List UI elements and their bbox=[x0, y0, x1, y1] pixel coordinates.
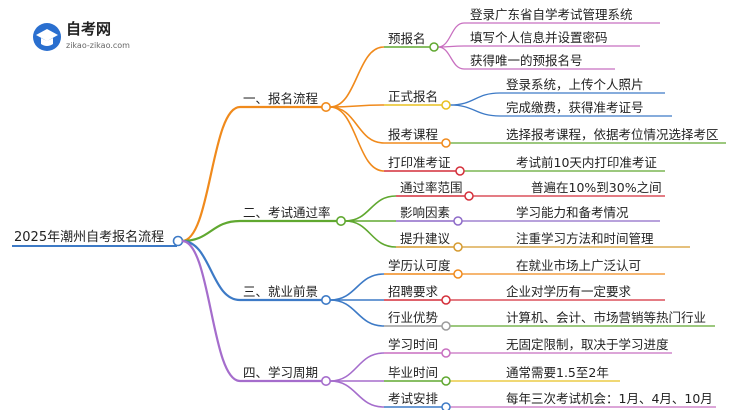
branch-2: 二、考试通过率通过率范围普遍在10%到30%之间影响因素学习能力和备考情况提升建… bbox=[181, 180, 690, 252]
leaf-label: 企业对学历有一定要求 bbox=[506, 284, 632, 299]
branch-connector bbox=[181, 105, 241, 243]
topic-node[interactable] bbox=[429, 42, 439, 52]
leaf-label: 通常需要1.5至2年 bbox=[506, 365, 609, 380]
topic-node[interactable] bbox=[441, 402, 451, 412]
leaf-label: 注重学习方法和时间管理 bbox=[516, 231, 654, 246]
branch-4: 四、学习周期学习时间无固定限制，取决于学习进度毕业时间通常需要1.5至2年考试安… bbox=[181, 239, 716, 412]
topic-label: 考试安排 bbox=[388, 391, 439, 406]
branch-label: 二、考试通过率 bbox=[243, 205, 331, 220]
mindmap-branches: 一、报名流程 预报名 登录广东省自学考试管理系统填写个人信息并设置密码获得唯一的预报… bbox=[181, 7, 726, 412]
topic-3-3: 行业优势 计算机、会计、市场营销等热门行业 bbox=[329, 299, 715, 331]
branch-label: 四、学习周期 bbox=[243, 365, 318, 380]
topic-connector bbox=[329, 106, 385, 172]
logo-title: 自考网 bbox=[66, 20, 111, 38]
topic-node[interactable] bbox=[464, 191, 474, 201]
topic-2-3: 提升建议 注重学习方法和时间管理 bbox=[344, 220, 690, 252]
topic-node[interactable] bbox=[455, 166, 465, 176]
topic-connector bbox=[329, 46, 385, 108]
topic-label: 报考课程 bbox=[388, 127, 439, 142]
topic-label: 提升建议 bbox=[400, 231, 451, 246]
topic-connector bbox=[329, 273, 385, 301]
leaf-label: 登录系统，上传个人照片 bbox=[506, 77, 644, 92]
branch-node[interactable] bbox=[320, 294, 331, 305]
branch-node[interactable] bbox=[320, 102, 331, 113]
topic-label: 通过率范围 bbox=[400, 180, 463, 195]
site-logo: 自考网 zikao-zikao.com bbox=[33, 20, 130, 51]
topic-1-4: 打印准考证 考试前10天内打印准考证 bbox=[329, 106, 665, 176]
root-label: 2025年潮州自考报名流程 bbox=[14, 229, 164, 245]
topic-connector bbox=[344, 220, 397, 248]
topic-3-1: 学历认可度 在就业市场上广泛认可 bbox=[329, 258, 665, 301]
topic-node[interactable] bbox=[453, 242, 463, 252]
topic-3-2: 招聘要求 企业对学历有一定要求 bbox=[329, 284, 665, 305]
topic-2-2: 影响因素 学习能力和备考情况 bbox=[345, 205, 660, 226]
branch-connector bbox=[181, 219, 241, 243]
topic-node[interactable] bbox=[453, 269, 463, 279]
leaf-label: 计算机、会计、市场营销等热门行业 bbox=[506, 310, 706, 325]
topic-label: 学历认可度 bbox=[388, 258, 451, 273]
branch-1: 一、报名流程 预报名 登录广东省自学考试管理系统填写个人信息并设置密码获得唯一的预报… bbox=[181, 7, 726, 243]
leaf-label: 学习能力和备考情况 bbox=[516, 205, 629, 220]
leaf-label: 获得唯一的预报名号 bbox=[470, 53, 583, 68]
leaf-connector bbox=[449, 92, 501, 106]
topic-node[interactable] bbox=[441, 295, 451, 305]
topic-label: 学习时间 bbox=[388, 337, 438, 352]
topic-label: 毕业时间 bbox=[388, 365, 438, 380]
branch-connector bbox=[181, 239, 241, 383]
topic-label: 打印准考证 bbox=[388, 155, 451, 170]
topic-label: 行业优势 bbox=[388, 310, 439, 325]
topic-node[interactable] bbox=[441, 138, 451, 148]
leaf-label: 完成缴费，获得准考证号 bbox=[506, 100, 644, 115]
topic-node[interactable] bbox=[441, 100, 451, 110]
topic-node[interactable] bbox=[441, 321, 451, 331]
topic-4-1: 学习时间 无固定限制，取决于学习进度 bbox=[329, 337, 672, 382]
leaf-label: 普遍在10%到30%之间 bbox=[531, 180, 662, 195]
topic-node[interactable] bbox=[441, 348, 451, 358]
leaf-label: 考试前10天内打印准考证 bbox=[516, 155, 657, 170]
leaf-label: 填写个人信息并设置密码 bbox=[470, 30, 608, 45]
topic-node[interactable] bbox=[453, 216, 463, 226]
leaf-label: 无固定限制，取决于学习进度 bbox=[506, 337, 669, 352]
leaf-label: 在就业市场上广泛认可 bbox=[516, 258, 641, 273]
mindmap-root: 2025年潮州自考报名流程 bbox=[12, 229, 184, 247]
logo-subtitle: zikao-zikao.com bbox=[66, 41, 130, 50]
leaf-label: 每年三次考试机会：1月、4月、10月 bbox=[506, 391, 713, 406]
branch-label: 一、报名流程 bbox=[243, 91, 319, 106]
topic-4-3: 考试安排 每年三次考试机会：1月、4月、10月 bbox=[329, 380, 716, 412]
branch-node[interactable] bbox=[335, 216, 346, 227]
graduation-cap-icon bbox=[36, 29, 58, 46]
topic-connector bbox=[344, 195, 397, 222]
branch-label: 三、就业前景 bbox=[243, 284, 318, 299]
topic-2-1: 通过率范围 普遍在10%到30%之间 bbox=[344, 180, 665, 222]
topic-label: 预报名 bbox=[388, 31, 426, 46]
root-node[interactable] bbox=[172, 235, 184, 247]
topic-connector bbox=[329, 299, 385, 327]
leaf-connector bbox=[449, 104, 501, 117]
topic-label: 招聘要求 bbox=[388, 284, 439, 299]
topic-4-2: 毕业时间 通常需要1.5至2年 bbox=[330, 365, 620, 386]
topic-connector bbox=[329, 380, 385, 408]
topic-connector bbox=[329, 352, 385, 382]
branch-node[interactable] bbox=[320, 375, 331, 386]
topic-node[interactable] bbox=[441, 376, 451, 386]
topic-1-3: 报考课程 选择报考课程，依据考位情况选择考区 bbox=[329, 106, 726, 148]
leaf-label: 选择报考课程，依据考位情况选择考区 bbox=[506, 127, 719, 142]
leaf-label: 登录广东省自学考试管理系统 bbox=[470, 7, 633, 22]
leaf-connector bbox=[437, 22, 465, 48]
leaf-connector bbox=[437, 46, 465, 70]
topic-label: 正式报名 bbox=[388, 89, 438, 104]
branch-connector bbox=[181, 239, 241, 302]
topic-label: 影响因素 bbox=[400, 205, 450, 220]
